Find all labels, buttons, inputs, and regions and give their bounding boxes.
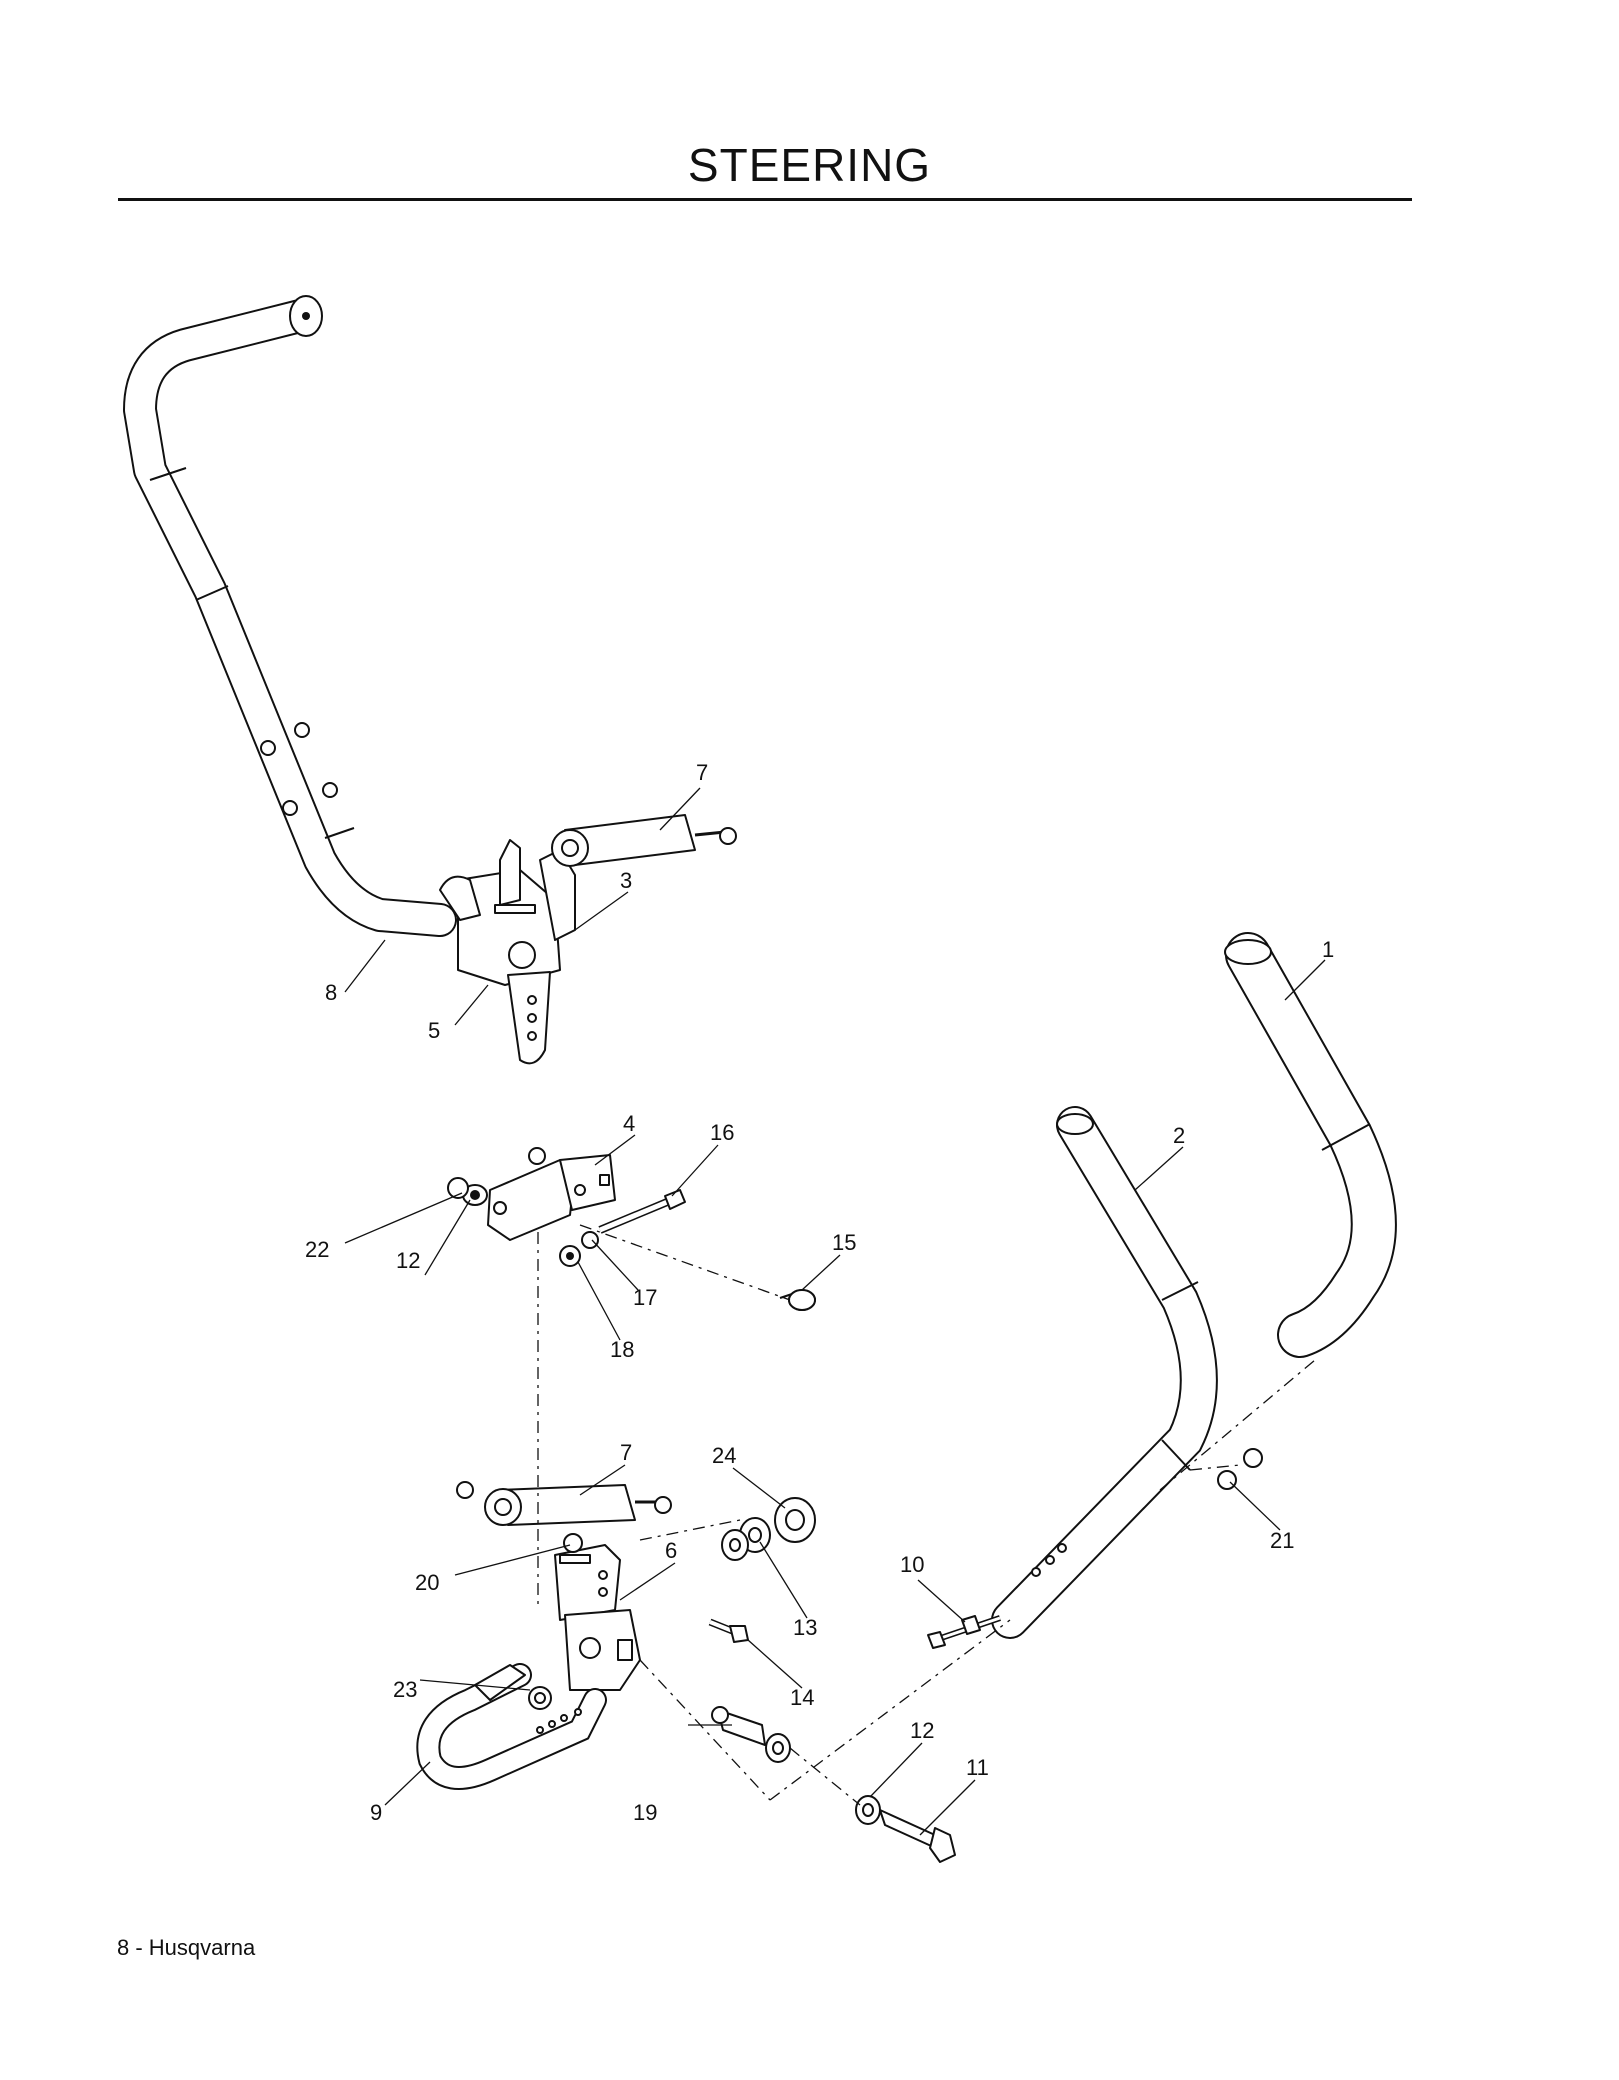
callout-2: 2: [1173, 1123, 1185, 1148]
page-title: STEERING: [687, 139, 932, 191]
callout-17: 17: [633, 1285, 657, 1310]
steering-arm: [507, 971, 551, 1065]
assembly-center-lines: [537, 1224, 1316, 1806]
steering-lever-left: [123, 295, 457, 937]
callout-8: 8: [325, 980, 337, 1005]
callout-3: 3: [620, 868, 632, 893]
spacer-19: [711, 1706, 791, 1763]
callout-13: 13: [793, 1615, 817, 1640]
lower-lever: [416, 1663, 607, 1790]
page-footer: 8 - Husqvarna: [117, 1935, 256, 1960]
callout-23: 23: [393, 1677, 417, 1702]
callout-18: 18: [610, 1337, 634, 1362]
callout-1: 1: [1322, 937, 1334, 962]
callout-5: 5: [428, 1018, 440, 1043]
bolt-10: [927, 1615, 1001, 1649]
damper-lower: [456, 1481, 672, 1526]
callout-22: 22: [305, 1237, 329, 1262]
bolt-11-washer-12: [855, 1795, 956, 1863]
leader-lines: [344, 787, 1326, 1836]
callout-7-upper: 7: [696, 760, 708, 785]
steering-handle-right-2: [991, 1106, 1218, 1639]
callout-16: 16: [710, 1120, 734, 1145]
cap-15: [788, 1289, 816, 1311]
callout-7-lower: 7: [620, 1440, 632, 1465]
callout-19: 19: [633, 1800, 657, 1825]
callout-24: 24: [712, 1443, 736, 1468]
callout-12-lower: 12: [910, 1718, 934, 1743]
callout-15: 15: [832, 1230, 856, 1255]
steering-handle-right-1: [1224, 932, 1397, 1358]
title-rule: [118, 198, 1412, 201]
callout-14: 14: [790, 1685, 814, 1710]
callout-6: 6: [665, 1538, 677, 1563]
bolt-14: [708, 1618, 749, 1643]
pivot-block-lower: [554, 1533, 641, 1691]
callout-10: 10: [900, 1552, 924, 1577]
pivot-bracket-upper: [439, 839, 576, 986]
callout-9: 9: [370, 1800, 382, 1825]
nuts-21: [1217, 1448, 1263, 1490]
callout-11: 11: [966, 1755, 989, 1780]
callout-12-mid: 12: [396, 1248, 420, 1273]
washers-nut-24-13: [721, 1497, 816, 1561]
damper-upper: [551, 814, 737, 867]
callout-20: 20: [415, 1570, 439, 1595]
callout-4: 4: [623, 1111, 635, 1136]
mounting-plate: [487, 1154, 616, 1241]
callout-21: 21: [1270, 1528, 1294, 1553]
